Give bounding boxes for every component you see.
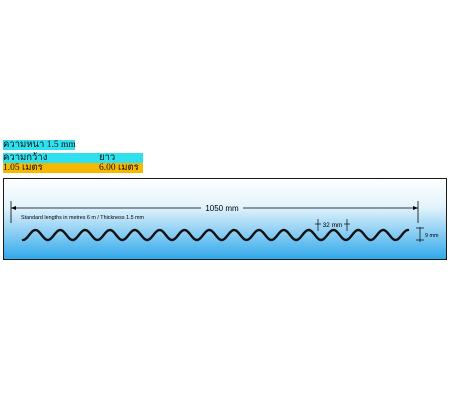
length-label: ยาว <box>99 153 116 163</box>
standard-length-note: Standard lengths in metres 6 m / Thickne… <box>21 215 145 221</box>
width-dimension-label: 1050 mm <box>205 204 239 213</box>
depth-dimension-label: 9 mm <box>425 233 439 239</box>
thickness-label: ความหนา 1.5 mm <box>3 140 76 150</box>
corrugated-sheet-drawing: 1050 mm Standard lengths in metres 6 m /… <box>3 178 447 260</box>
length-value: 6.00 เมตร <box>99 163 139 173</box>
pitch-dimension <box>315 219 350 231</box>
width-dimension <box>10 201 419 223</box>
corrugation-profile <box>21 228 410 242</box>
depth-dimension <box>416 227 424 242</box>
width-value: 1.05 เมตร <box>3 163 43 173</box>
pitch-dimension-label: 32 mm <box>323 222 343 229</box>
thickness-spec: ความหนา 1.5 mm <box>3 140 76 150</box>
width-label: ความกว้าง <box>3 153 48 163</box>
dimension-headers: ความกว้าง ยาว <box>3 153 143 163</box>
dimension-values: 1.05 เมตร 6.00 เมตร <box>3 163 143 173</box>
drawing-panel <box>3 178 447 260</box>
